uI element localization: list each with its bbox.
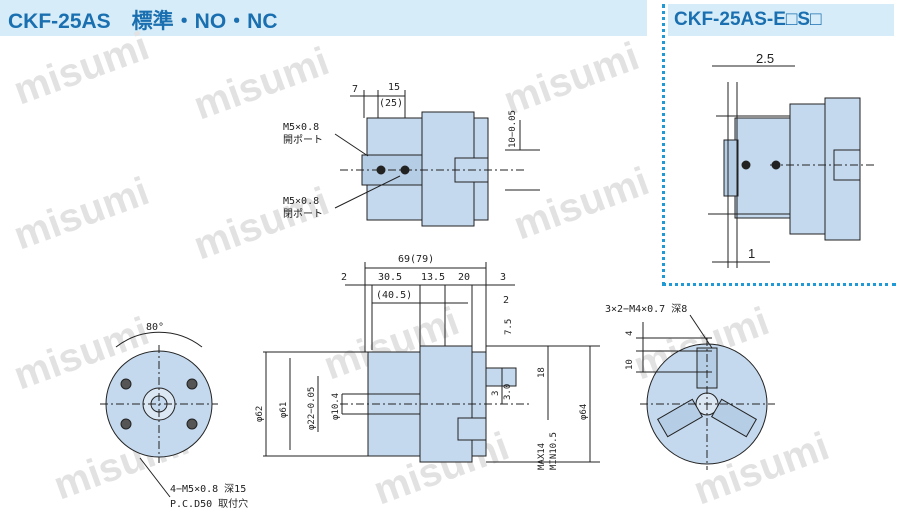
mount-note: P.C.D50 取付穴 [170,497,248,510]
dim-label: 10 [625,359,635,370]
dim-label: 7 [352,84,358,95]
mount-hole [186,418,198,430]
dim-label: φ62 [255,406,265,422]
dim-label: 3.0 [503,384,513,400]
mount-hole [120,418,132,430]
left-end-view [100,331,218,498]
port-label: 開ポート [283,134,323,146]
jaw-lower [457,417,487,441]
port-label: M5×0.8 [283,122,319,133]
top-side-view [334,90,540,227]
dim-label: 10−0.05 [508,110,518,148]
dim-label: 7.5 [504,319,514,335]
leader-line [334,133,369,157]
leader-line [139,457,171,498]
dim-label: 1 [748,246,755,261]
watermark-text: misumi [188,179,335,268]
dim-label: 18 [537,367,547,378]
dim-label: 3 [500,272,506,283]
title-bar: CKF-25AS 標準・NO・NC [0,0,647,36]
jaw-right [710,398,758,438]
variant-panel-title: CKF-25AS-E□S□ [674,9,822,30]
variant-panel [662,4,896,286]
dim-label: φ61 [279,402,289,418]
dim-label: 4 [625,331,635,336]
dim-label: 2.5 [756,51,774,66]
dim-label: φ64 [579,404,589,420]
leader-line [689,314,713,349]
watermark-text: misumi [8,24,155,113]
watermark-text: misumi [188,39,335,128]
variant-panel-header: CKF-25AS-E□S□ [668,4,894,36]
angle-label: 80° [146,322,164,333]
dim-label: (25) [379,98,403,109]
dim-label: φ22−0.05 [307,387,317,430]
variant-view [708,65,875,268]
port-block [723,139,739,197]
dim-label: 2 [341,272,347,283]
mount-note: 4−M5×0.8 深15 [170,483,246,495]
watermark-text: misumi [8,169,155,258]
watermark-text: misumi [508,159,655,248]
page-title: CKF-25AS 標準・NO・NC [8,10,278,33]
dim-label: 3 [491,391,501,396]
dim-label: 69(79) [398,254,434,265]
watermark-text: misumi [498,34,645,123]
right-end-view [636,314,775,470]
jaw-left [656,398,704,438]
dim-label: 2 [503,295,509,306]
main-elevation [263,262,600,463]
jaw-tip [485,367,517,387]
dim-label: 13.5 [421,272,445,283]
dim-label: 15 [388,82,400,93]
port-hole [741,160,751,170]
mount-hole [186,378,198,390]
angle-arc [115,331,203,348]
mount-hole [120,378,132,390]
leader-line [334,175,401,209]
dim-label: MAX14 [537,443,547,470]
dim-label: 20 [458,272,470,283]
dim-label: MIN10.5 [549,432,559,470]
port-label: 閉ポート [283,208,323,220]
dim-label: φ10.4 [331,393,341,420]
dim-label: (40.5) [376,290,412,301]
dim-label: 30.5 [378,272,402,283]
port-label: M5×0.8 [283,196,319,207]
tap-note: 3×2−M4×0.7 深8 [605,303,687,315]
body-rect [789,103,826,235]
